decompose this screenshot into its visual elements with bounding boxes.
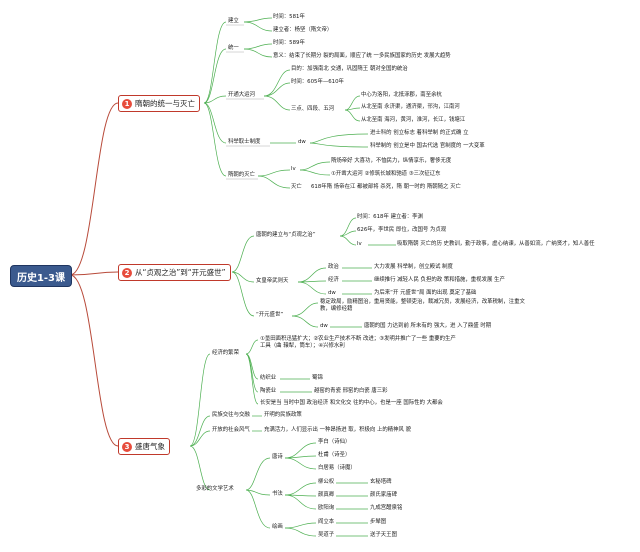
- node-tangshi[interactable]: 唐诗: [272, 454, 283, 460]
- node-lv-1[interactable]: 隋炀帝好 大喜功，不恤民力，纵情享乐，奢侈无度: [331, 158, 452, 164]
- node-sandian-1[interactable]: 中心为洛阳，北抵涿郡，南至余杭: [361, 92, 442, 98]
- node-tongyi-time[interactable]: 时间：589年: [273, 40, 305, 46]
- node-yunhe-time[interactable]: 时间：605年—610年: [291, 79, 344, 85]
- node-yanliben[interactable]: 阎立本: [318, 519, 335, 525]
- node-shufa[interactable]: 书法: [272, 491, 283, 497]
- node-zhengzhi-text[interactable]: 大力发展 科举制，创立殿试 制度: [374, 264, 453, 270]
- node-yanzhenqing[interactable]: 颜真卿: [318, 492, 335, 498]
- node-lv-2[interactable]: ①开凿大运河 ②修筑长城和驰道 ③三次征辽东: [331, 171, 441, 177]
- node-miewang-label[interactable]: 灭亡: [291, 184, 302, 190]
- node-keju-1[interactable]: 进士科的 创立标志 着科举制 的正式确 立: [370, 130, 469, 136]
- node-fanrong-1[interactable]: ①垦田面积迅猛扩大；②农业生产技术不断 改进；③发明并推广了一些 重要的生产工具…: [260, 336, 456, 349]
- node-lv[interactable]: lv: [291, 166, 296, 172]
- node-kaifang-text[interactable]: 充满活力，人们显示出 一种昂扬进 取，积极向 上的精神风 貌: [264, 427, 412, 433]
- node-changan[interactable]: 长安是当 当时中国 政治经济 和文化交 往的中心，也是一座 国际性的 大都会: [260, 400, 443, 406]
- section-1-badge: 1: [122, 98, 132, 109]
- node-yan-text[interactable]: 颜氏家庙碑: [370, 492, 397, 498]
- node-huihua[interactable]: 绘画: [272, 524, 283, 530]
- node-jingji-text[interactable]: 继续推行 减轻人民 负担的政 策和措施，重视发展 生产: [374, 277, 505, 283]
- node-tang-lv[interactable]: lv: [357, 241, 362, 247]
- node-tang-time[interactable]: 时间：618年 建立者：李渊: [357, 214, 423, 220]
- node-kaifang[interactable]: 开放的社会风气: [212, 427, 250, 433]
- section-3-badge: 3: [122, 441, 132, 452]
- node-taoci[interactable]: 陶瓷业: [260, 388, 277, 394]
- node-dw-text[interactable]: 为后来“开 元盛世”局 面的出现 奠定了基础: [374, 290, 477, 296]
- section-3-title: 盛唐气象: [135, 442, 165, 451]
- node-kaiyuan-dw[interactable]: dw: [320, 323, 328, 329]
- node-tongyi[interactable]: 统一: [228, 45, 239, 51]
- section-2-title: 从“贞观之治”到“开元盛世”: [135, 268, 226, 277]
- node-keju-2[interactable]: 科举制的 创立是中 国古代选 官制度的 一大变革: [370, 143, 485, 149]
- node-yunhe[interactable]: 开通大运河: [228, 92, 255, 98]
- node-jianli[interactable]: 建立: [228, 18, 239, 24]
- node-keju[interactable]: 科举取士制度: [228, 139, 261, 145]
- node-baijuyi[interactable]: 白居易（诗魔）: [318, 465, 356, 471]
- node-minzu[interactable]: 民族交往与交融: [212, 412, 250, 418]
- node-dufu[interactable]: 杜甫（诗圣）: [318, 452, 351, 458]
- node-yanliben-text[interactable]: 步辇图: [370, 519, 387, 525]
- node-tongyi-meaning[interactable]: 意义：结束了长期分 裂的局面，顺应了统 一多民族国家的历史 发展大趋势: [273, 53, 451, 59]
- node-minzu-text[interactable]: 开明的民族政策: [264, 412, 302, 418]
- node-kaiyuan-1[interactable]: 稳定政局，励精图治，重用贤能，整顿吏治，裁减冗员，发展经济，改革税制，注重文教，…: [320, 299, 525, 312]
- node-wudaozi[interactable]: 吴道子: [318, 532, 335, 538]
- node-tang[interactable]: 唐朝的建立与“贞观之治”: [256, 232, 316, 238]
- root-label: 历史1-3课: [16, 272, 66, 284]
- node-ou-text[interactable]: 九成宫醴泉铭: [370, 505, 403, 511]
- node-liu-text[interactable]: 玄秘塔碑: [370, 479, 392, 485]
- node-fangzhi[interactable]: 纺织业: [260, 375, 277, 381]
- section-3-node[interactable]: 3 盛唐气象: [118, 438, 170, 455]
- node-liugongquan[interactable]: 柳公权: [318, 479, 335, 485]
- node-wudaozi-text[interactable]: 送子天王图: [370, 532, 397, 538]
- node-tang-zhen[interactable]: 吸取隋朝 灭亡的历 史教训，勤于政事，虚心纳谏，从善如流，广纳贤才，知人善任: [397, 241, 595, 247]
- node-miewang-text[interactable]: 618年隋 炀帝在江 都被部将 杀死，隋 朝一时的 隋朝随之 灭亡: [311, 184, 461, 190]
- node-jingji[interactable]: 经济: [328, 277, 339, 283]
- node-ouyangxun[interactable]: 欧阳询: [318, 505, 335, 511]
- section-2-badge: 2: [122, 267, 132, 278]
- node-nvhuang[interactable]: 女皇帝武则天: [256, 278, 289, 284]
- node-fangzhi-text[interactable]: 蜀锦: [312, 375, 323, 381]
- node-sandian[interactable]: 三点、四段、五河: [291, 106, 335, 112]
- node-libai[interactable]: 李白（诗仙）: [318, 439, 351, 445]
- node-taoci-text[interactable]: 越窑的青瓷 邢窑的白瓷 唐三彩: [314, 388, 388, 394]
- node-jianli-time[interactable]: 时间：581年: [273, 14, 305, 20]
- node-jianli-who[interactable]: 建立者：杨坚（隋文帝）: [273, 27, 333, 33]
- node-wenxue[interactable]: 多彩的文学艺术: [196, 486, 234, 492]
- node-sandian-3[interactable]: 从北至南 海河，黄河，淮河，长江，钱塘江: [361, 117, 466, 123]
- node-kaiyuan[interactable]: “开元盛世”: [256, 312, 284, 318]
- node-kaiyuan-2[interactable]: 唐朝的国 力达到前 所未有的 强大，进 入了鼎盛 时期: [364, 323, 492, 329]
- node-keju-dw[interactable]: dw: [298, 139, 306, 145]
- node-tang-626[interactable]: 626年，李世民 即位，改国号 为贞观: [357, 227, 447, 233]
- section-1-node[interactable]: 1 隋朝的统一与灭亡: [118, 95, 200, 112]
- root-node[interactable]: 历史1-3课: [10, 265, 72, 287]
- node-miewang[interactable]: 隋朝的灭亡: [228, 172, 255, 178]
- node-sandian-2[interactable]: 从北至南 永济渠，通济渠，邗沟，江南河: [361, 104, 460, 110]
- node-dw[interactable]: dw: [328, 290, 336, 296]
- section-1-title: 隋朝的统一与灭亡: [135, 99, 195, 108]
- section-2-node[interactable]: 2 从“贞观之治”到“开元盛世”: [118, 264, 231, 281]
- node-yunhe-purpose[interactable]: 目的：加强南北 交通，巩固隋王 朝对全国的统治: [291, 66, 408, 72]
- node-fanrong[interactable]: 经济的繁荣: [212, 350, 239, 356]
- node-zhengzhi[interactable]: 政治: [328, 264, 339, 270]
